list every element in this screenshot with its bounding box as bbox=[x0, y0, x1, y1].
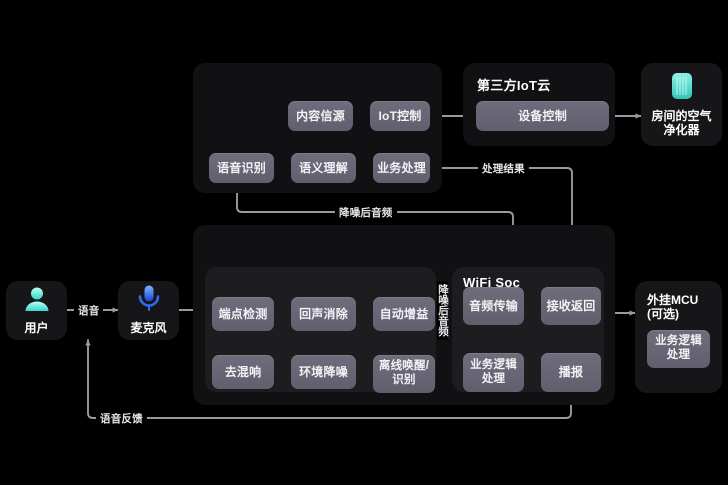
device-card-user-label: 用户 bbox=[24, 320, 49, 335]
node-aec[interactable]: 回声消除 bbox=[291, 297, 356, 331]
device-card-purifier[interactable]: 房间的空气 净化器 bbox=[641, 63, 722, 146]
node-asr[interactable]: 语音识别 bbox=[209, 153, 274, 183]
node-denoise[interactable]: 环境降噪 bbox=[291, 355, 356, 389]
node-nlu[interactable]: 语义理解 bbox=[291, 153, 356, 183]
node-receive-return[interactable]: 接收返回 bbox=[541, 287, 601, 325]
device-card-user[interactable]: 用户 bbox=[6, 281, 67, 340]
node-dereverb[interactable]: 去混响 bbox=[212, 355, 274, 389]
device-card-mcu[interactable]: 外挂MCU (可选) 业务逻辑 处理 bbox=[635, 281, 722, 393]
edge-label-voice-feedback: 语音反馈 bbox=[96, 411, 147, 426]
air-purifier-icon bbox=[671, 72, 693, 105]
node-offline-wakeup[interactable]: 离线唤醒/ 识别 bbox=[373, 355, 435, 393]
edge-label-denoised-audio-vertical: 降噪后音频 bbox=[437, 281, 449, 340]
node-iot-control[interactable]: IoT控制 bbox=[370, 101, 430, 131]
node-tts-broadcast[interactable]: 播报 bbox=[541, 353, 601, 392]
node-device-control[interactable]: 设备控制 bbox=[476, 101, 609, 131]
panel-wifi-soc-title: WiFi Soc bbox=[463, 275, 521, 290]
device-card-mcu-label: 外挂MCU (可选) bbox=[647, 293, 699, 322]
node-vad[interactable]: 端点检测 bbox=[212, 297, 274, 331]
edge-label-voice: 语音 bbox=[74, 303, 104, 318]
panel-iot-cloud-title: 第三方IoT云 bbox=[477, 78, 551, 93]
node-content-source[interactable]: 内容信源 bbox=[288, 101, 353, 131]
edge-label-processing-result: 处理结果 bbox=[478, 161, 529, 176]
microphone-icon bbox=[136, 285, 162, 317]
node-business-process[interactable]: 业务处理 bbox=[373, 153, 430, 183]
edge-label-denoised-audio: 降噪后音频 bbox=[335, 205, 397, 220]
device-card-microphone-label: 麦克风 bbox=[130, 321, 167, 336]
device-card-microphone[interactable]: 麦克风 bbox=[118, 281, 179, 340]
user-icon bbox=[23, 286, 51, 317]
device-card-purifier-label: 房间的空气 净化器 bbox=[651, 108, 712, 137]
node-soc-business-logic[interactable]: 业务逻辑 处理 bbox=[463, 353, 524, 392]
node-agc[interactable]: 自动增益 bbox=[373, 297, 435, 331]
node-mcu-business-logic[interactable]: 业务逻辑 处理 bbox=[647, 329, 710, 368]
node-audio-transmission[interactable]: 音频传输 bbox=[463, 287, 524, 325]
